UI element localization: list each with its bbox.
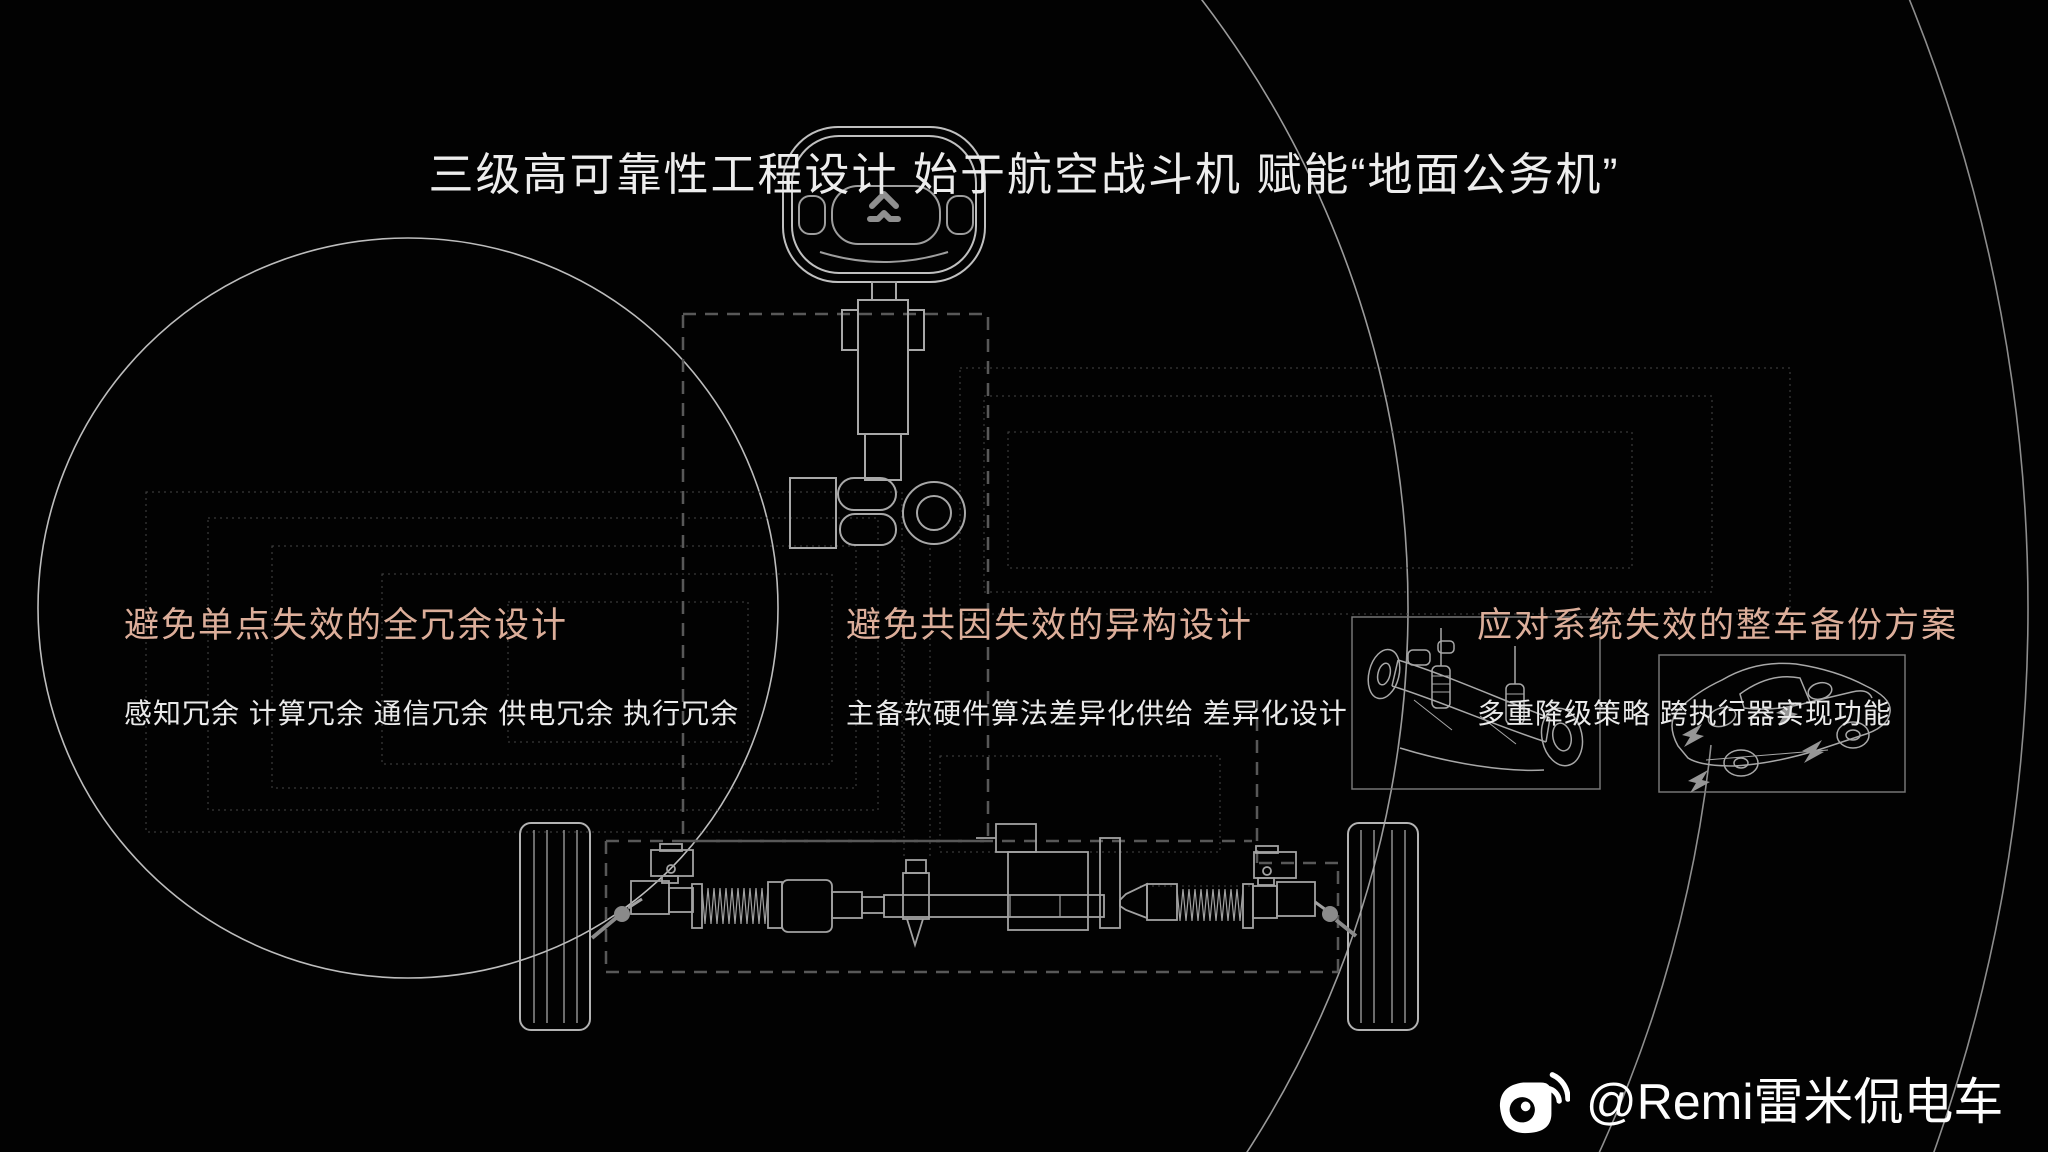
car-inset-box xyxy=(1658,654,1906,793)
right-tire-drawing xyxy=(1347,822,1419,1031)
section-heading: 避免共因失效的异构设计 xyxy=(846,606,1254,645)
steering-wheel-drawing xyxy=(782,126,986,283)
slide-title: 三级高可靠性工程设计 始于航空战斗机 赋能“地面公务机” xyxy=(428,149,1620,200)
weibo-icon xyxy=(1499,1072,1570,1134)
steering-rack-drawing xyxy=(590,823,1358,949)
universal-joint-drawing xyxy=(789,477,966,549)
section-subtitle: 感知冗余 计算冗余 通信冗余 供电冗余 执行冗余 xyxy=(124,698,740,729)
car-drawing xyxy=(1671,662,1891,777)
dotted-construction-rects xyxy=(145,367,1791,887)
watermark: @Remi雷米侃电车 xyxy=(1492,1062,2003,1142)
axle-inset-box xyxy=(1351,616,1601,790)
motion-arrow-icons xyxy=(1682,702,1824,793)
section-subtitle: 主备软硬件算法差异化供给 差异化设计 xyxy=(846,698,1348,729)
watermark-handle: @Remi雷米侃电车 xyxy=(1586,1074,2004,1130)
section-heading: 应对系统失效的整车备份方案 xyxy=(1477,606,1959,645)
section-subtitle: 多重降级策略 跨执行器实现功能 xyxy=(1477,698,1892,729)
section-vehicle-backup: 应对系统失效的整车备份方案 多重降级策略 跨执行器实现功能 xyxy=(1477,572,1958,764)
steering-column-drawing xyxy=(789,281,966,549)
axle-assembly-drawing xyxy=(1367,628,1584,772)
dashed-boundaries xyxy=(604,312,1340,974)
section-full-redundancy: 避免单点失效的全冗余设计 感知冗余 计算冗余 通信冗余 供电冗余 执行冗余 xyxy=(124,572,739,764)
section-heterogeneous-design: 避免共因失效的异构设计 主备软硬件算法差异化供给 差异化设计 xyxy=(846,572,1348,764)
left-tire-drawing xyxy=(519,822,591,1031)
section-heading: 避免单点失效的全冗余设计 xyxy=(124,606,569,645)
nio-logo-icon xyxy=(867,191,901,222)
rack-dashed-box xyxy=(604,700,1340,974)
